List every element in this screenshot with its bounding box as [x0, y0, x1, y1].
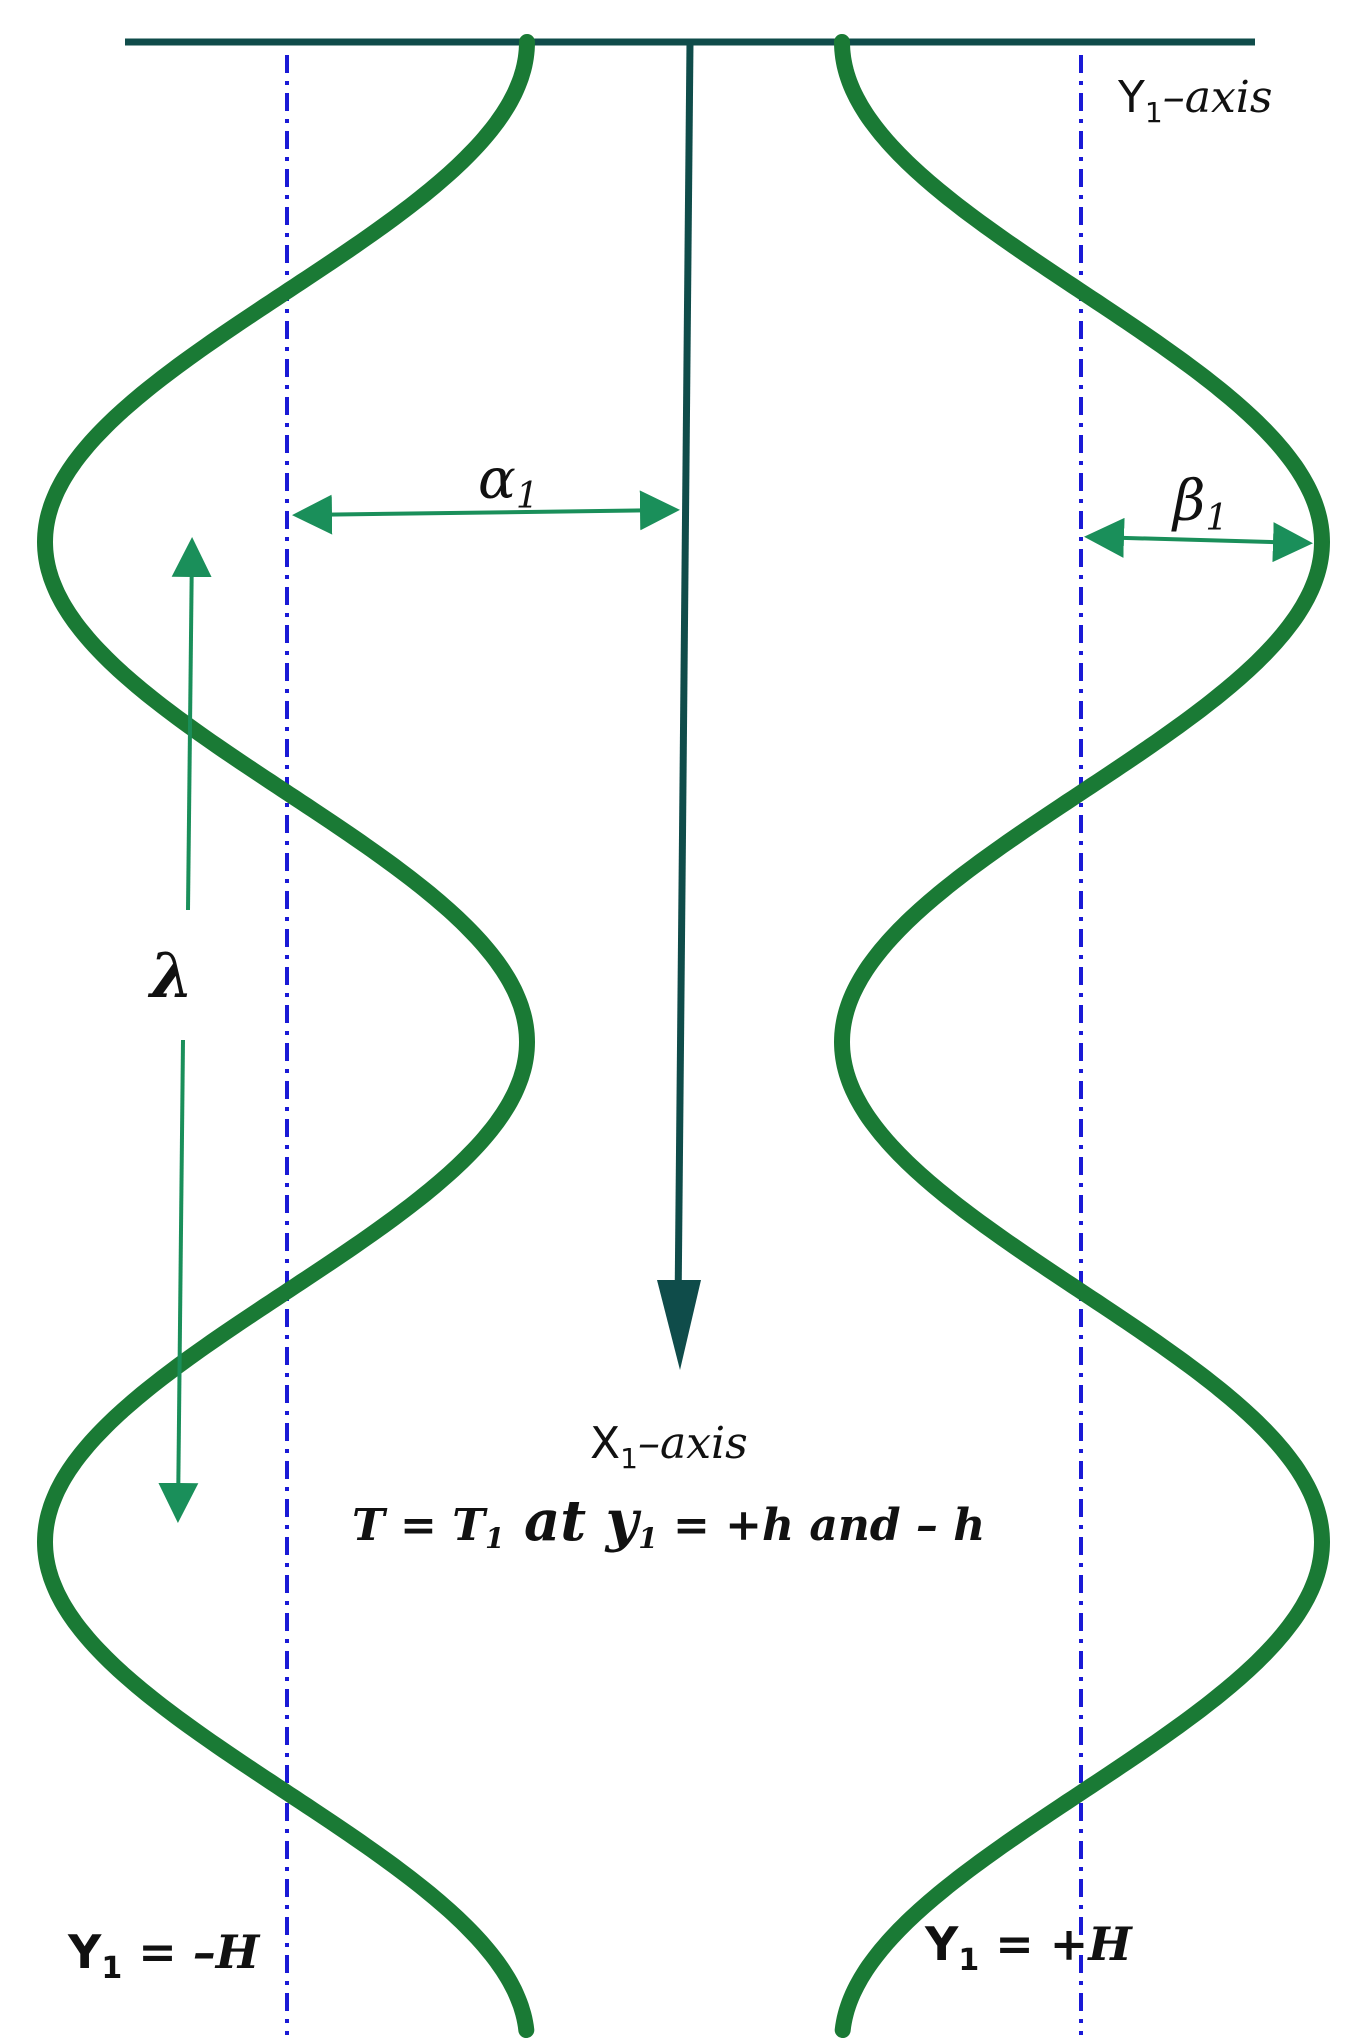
alpha-label: α1	[478, 447, 539, 517]
beta-label: β1	[1171, 469, 1228, 539]
lambda-arrow-lower	[158, 1039, 199, 1523]
left-wavy-wall	[36, 34, 536, 2038]
right-wavy-wall	[833, 34, 1331, 2038]
beta-double-arrow	[1084, 517, 1313, 563]
y-axis-label: Y1–axis	[1117, 72, 1272, 129]
x-axis-line	[674, 41, 694, 1311]
lambda-label: λ	[147, 939, 193, 1012]
x-axis-label: X1–axis	[590, 1418, 748, 1475]
right-wall-label: Y1 = +H	[924, 1917, 1133, 1978]
left-wall-label: Y1 = –H	[67, 1925, 261, 1986]
x-axis-arrowhead	[657, 1280, 701, 1370]
alpha-double-arrow	[292, 490, 680, 535]
lambda-arrow-upper	[171, 537, 212, 911]
boundary-condition-label: T = T1 at y1 = +h and – h	[352, 1488, 985, 1555]
